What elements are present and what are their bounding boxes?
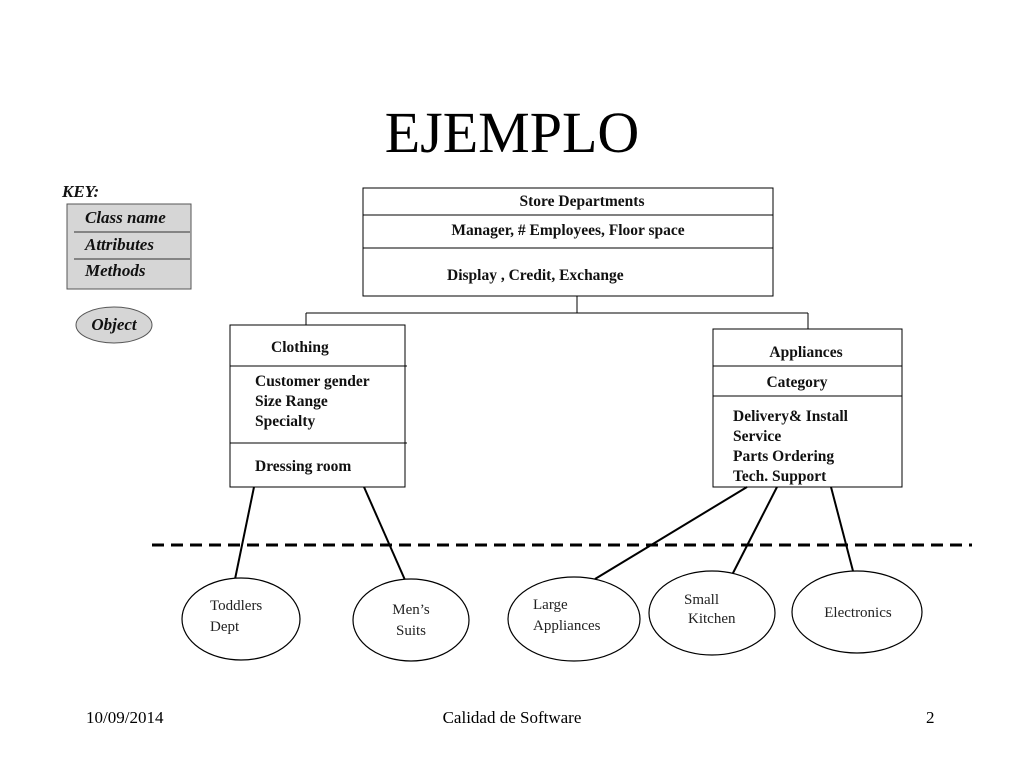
page-number: 2	[926, 708, 935, 727]
class-method: Parts Ordering	[733, 448, 834, 465]
class-box	[229, 324, 406, 488]
class-name: Appliances	[769, 344, 842, 361]
object-label: Kitchen	[688, 611, 736, 627]
class-method: Dressing room	[255, 458, 351, 475]
key-legend: KEY: Class name Attributes Methods Objec…	[61, 182, 192, 344]
object-label: Men’s	[392, 602, 430, 618]
object-label: Large	[533, 597, 568, 613]
object-mens-suits: Men’s Suits	[352, 578, 470, 662]
class-name: Clothing	[271, 339, 329, 356]
object-label: Dept	[210, 619, 240, 635]
key-class-name: Class name	[85, 208, 166, 227]
object-ellipse	[507, 576, 641, 662]
object-ellipse	[352, 578, 470, 662]
class-box	[362, 187, 774, 297]
instance-links	[233, 486, 854, 585]
object-label: Appliances	[533, 618, 601, 634]
object-label: Small	[684, 592, 719, 608]
object-toddlers-dept: Toddlers Dept	[181, 577, 301, 661]
class-box	[712, 328, 903, 488]
link-small-kitchen	[731, 486, 778, 576]
link-mens-suits	[363, 486, 406, 581]
object-electronics: Electronics	[791, 570, 923, 654]
class-clothing: Clothing Customer gender Size Range Spec…	[229, 324, 407, 488]
object-label: Suits	[396, 623, 426, 639]
object-label: Electronics	[824, 605, 892, 621]
class-method: Delivery& Install	[733, 408, 849, 425]
key-object-ellipse	[75, 306, 153, 344]
link-large-appliances	[594, 486, 748, 580]
key-methods: Methods	[84, 261, 146, 280]
link-electronics	[830, 486, 854, 572]
class-method: Tech. Support	[733, 468, 827, 485]
footer-date: 10/09/2014	[86, 708, 164, 727]
object-ellipse	[648, 570, 776, 656]
slide-title: EJEMPLO	[384, 100, 640, 165]
object-label: Toddlers	[210, 598, 262, 614]
class-attribute: Specialty	[255, 413, 316, 430]
object-ellipse	[181, 577, 301, 661]
link-toddlers	[233, 486, 255, 585]
object-large-appliances: Large Appliances	[507, 576, 641, 662]
key-object-label: Object	[91, 315, 138, 334]
key-attributes: Attributes	[84, 235, 154, 254]
key-box	[66, 203, 192, 290]
class-methods: Display , Credit, Exchange	[447, 267, 624, 284]
inheritance-connectors	[305, 296, 809, 329]
class-appliances: Appliances Category Delivery& Install Se…	[712, 328, 903, 488]
object-small-kitchen: Small Kitchen	[648, 570, 776, 656]
class-name: Store Departments	[520, 193, 645, 210]
class-attribute: Category	[766, 374, 827, 391]
class-attributes: Manager, # Employees, Floor space	[451, 222, 684, 239]
class-store-departments: Store Departments Manager, # Employees, …	[362, 187, 774, 297]
class-attribute: Size Range	[255, 393, 328, 410]
footer-title: Calidad de Software	[442, 708, 582, 727]
object-ellipse	[791, 570, 923, 654]
class-attribute: Customer gender	[255, 373, 370, 390]
class-method: Service	[733, 428, 781, 445]
key-heading: KEY:	[61, 182, 99, 201]
